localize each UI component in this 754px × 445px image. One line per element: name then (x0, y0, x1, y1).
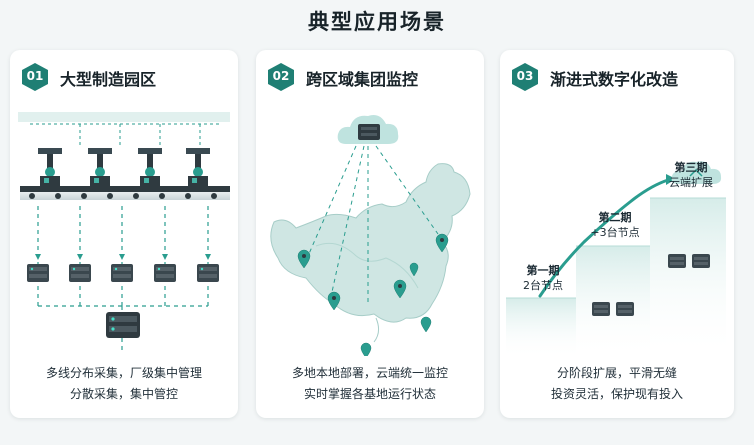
phase-1-label: 第一期 2台节点 (510, 263, 576, 293)
map-pin-icon (297, 233, 449, 356)
phase-name: 第二期 (598, 211, 632, 224)
growth-staircase-illustration (506, 161, 726, 356)
phase-name: 第一期 (526, 264, 560, 277)
phase-detail: +3台节点 (590, 226, 640, 239)
caption-line: 分阶段扩展，平滑无缝 (556, 366, 677, 380)
caption-line: 投资灵活，保护现有投入 (550, 387, 683, 401)
scenario-card-progressive-digitalization: 03 渐进式数字化改造 (500, 50, 734, 418)
manufacturing-illustration (18, 112, 230, 352)
card-number: 01 (26, 69, 44, 83)
card-number: 02 (272, 69, 290, 83)
cloud-icon (671, 161, 722, 184)
phase-name: 第三期 (674, 161, 708, 174)
card-caption: 多地本地部署，云端统一监控 实时掌握各基地运行状态 (256, 363, 484, 405)
card-title: 跨区域集团监控 (306, 70, 419, 89)
card-number: 03 (516, 69, 534, 83)
server-icon (668, 254, 710, 268)
phase-3-label: 第三期 云端扩展 (654, 160, 728, 190)
caption-line: 多线分布采集，厂级集中管理 (45, 366, 202, 380)
cloud-server-icon (337, 115, 399, 144)
page-title: 典型应用场景 (308, 10, 446, 34)
server-icon (592, 302, 634, 316)
robot-arm-icon (38, 148, 210, 186)
phase-detail: 2台节点 (523, 279, 563, 292)
card-caption: 多线分布采集，厂级集中管理 分散采集，集中管控 (10, 363, 238, 405)
caption-line: 实时掌握各基地运行状态 (303, 387, 436, 401)
phase-detail: 云端扩展 (669, 176, 713, 189)
scenario-card-manufacturing: 01 大型制造园区 (10, 50, 238, 418)
scenario-card-group-monitoring: 02 跨区域集团监控 (256, 50, 484, 418)
phase-2-label: 第二期 +3台节点 (580, 210, 650, 240)
card-title: 大型制造园区 (60, 70, 157, 89)
card-number-badge: 01 (20, 62, 50, 92)
server-icon (27, 264, 219, 282)
card-title: 渐进式数字化改造 (550, 70, 679, 89)
caption-line: 分散采集，集中管控 (69, 387, 178, 401)
central-server-icon (106, 312, 140, 338)
card-number-badge: 02 (266, 62, 296, 92)
card-caption: 分阶段扩展，平滑无缝 投资灵活，保护现有投入 (500, 363, 734, 405)
card-number-badge: 03 (510, 62, 540, 92)
caption-line: 多地本地部署，云端统一监控 (291, 366, 448, 380)
china-map-illustration (270, 115, 471, 356)
